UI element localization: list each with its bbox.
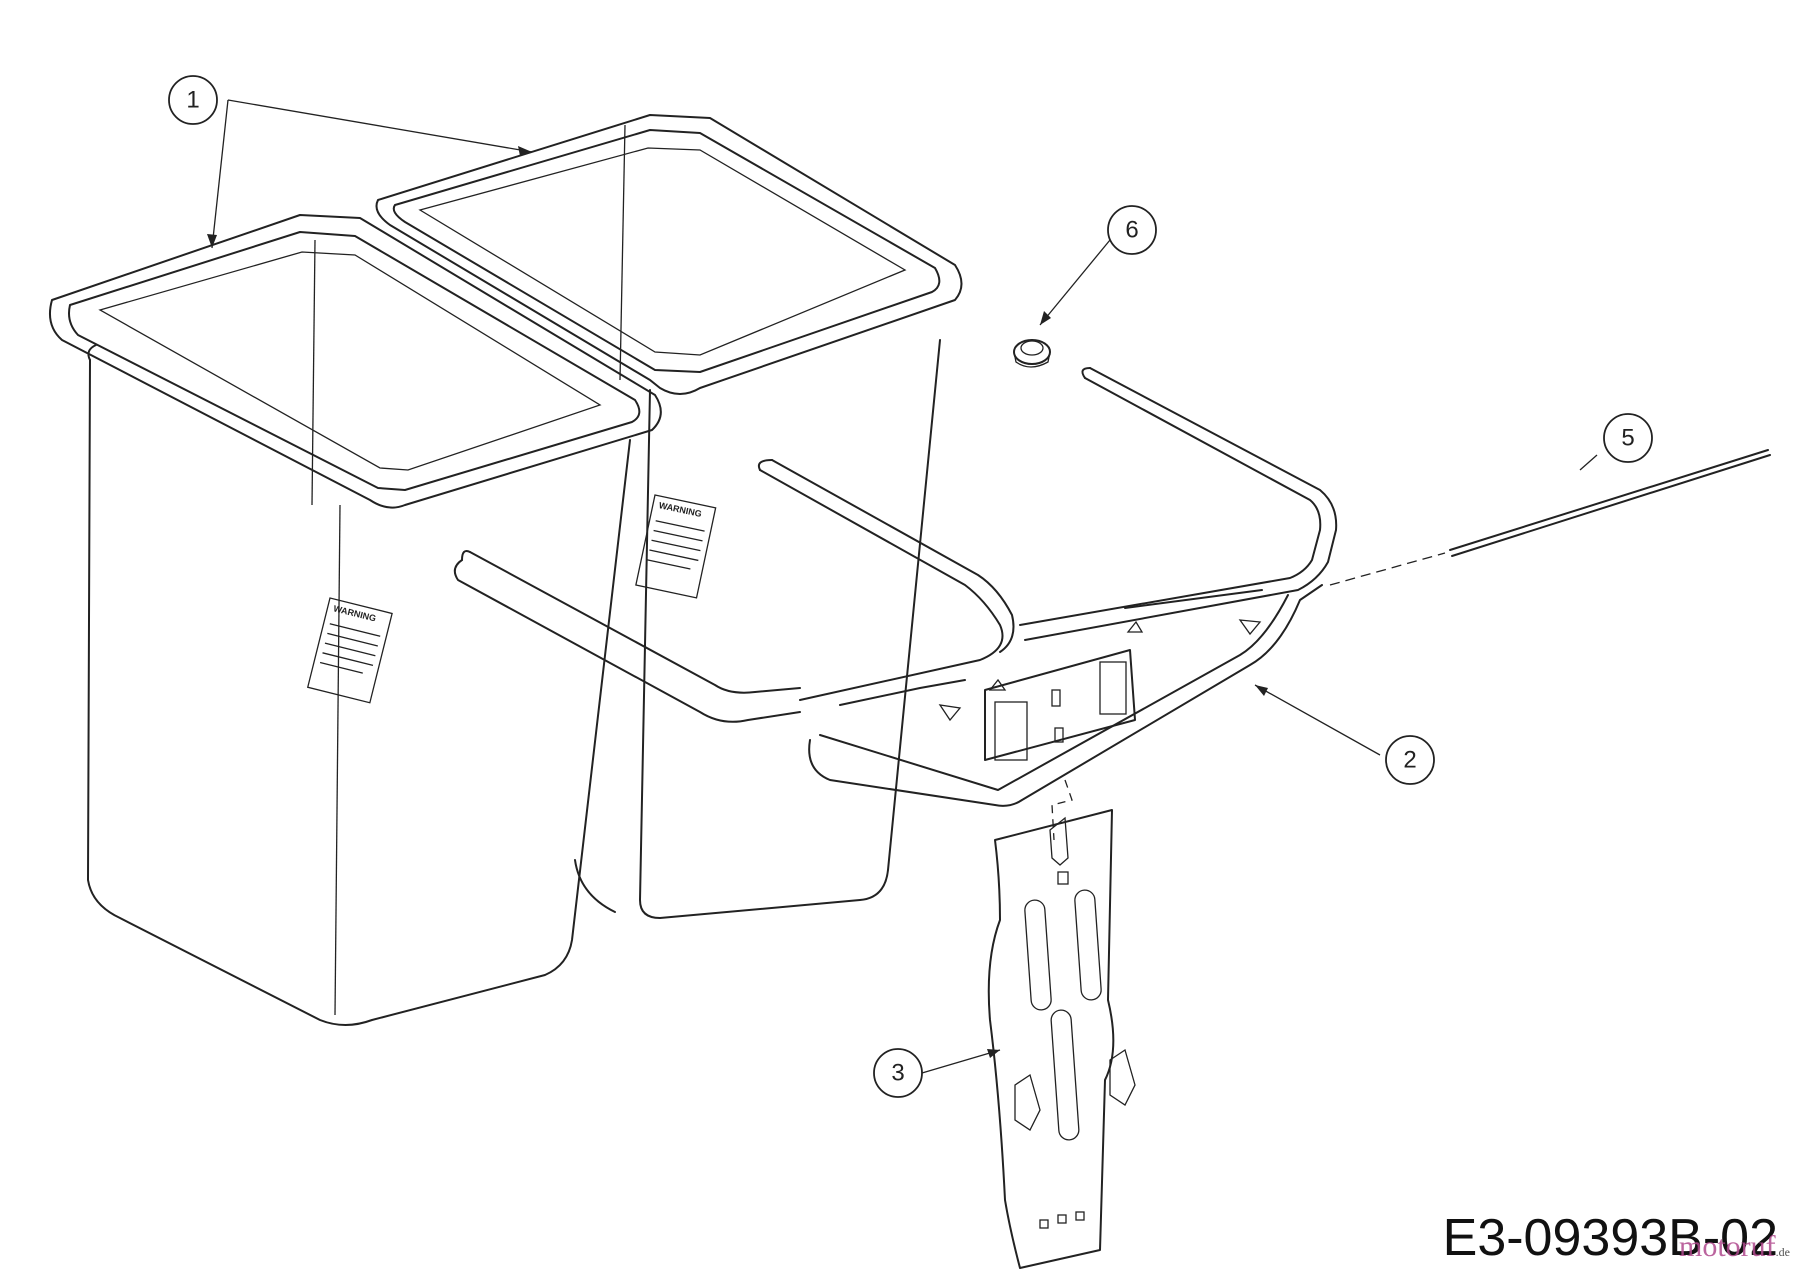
- callout-3: 3: [873, 1048, 923, 1098]
- end-cap: [1013, 339, 1051, 368]
- mounting-plate: [987, 779, 1136, 1269]
- watermark-logo: motoruf.de: [1679, 1230, 1790, 1263]
- warning-decal-front: WARNING: [306, 597, 393, 704]
- callout-6: 6: [1107, 205, 1157, 255]
- svg-text:6: 6: [1125, 217, 1138, 244]
- svg-text:5: 5: [1621, 425, 1634, 452]
- drawing-number: E3-09393B-02: [1442, 1209, 1778, 1267]
- svg-text:2: 2: [1403, 747, 1416, 774]
- callout-5: 5: [1603, 413, 1653, 463]
- grass-bag-rear: WARNING: [375, 114, 963, 919]
- svg-text:WARNING: WARNING: [658, 500, 703, 519]
- callout-2: 2: [1385, 735, 1435, 785]
- svg-text:1: 1: [186, 87, 199, 114]
- leader-lines: [207, 99, 1598, 1074]
- bag-frame-assembly: [453, 367, 1338, 807]
- svg-text:3: 3: [891, 1060, 904, 1087]
- pivot-rod: [1329, 449, 1771, 586]
- grass-bag-front: WARNING: [49, 214, 662, 1026]
- callout-1: 1: [168, 75, 218, 125]
